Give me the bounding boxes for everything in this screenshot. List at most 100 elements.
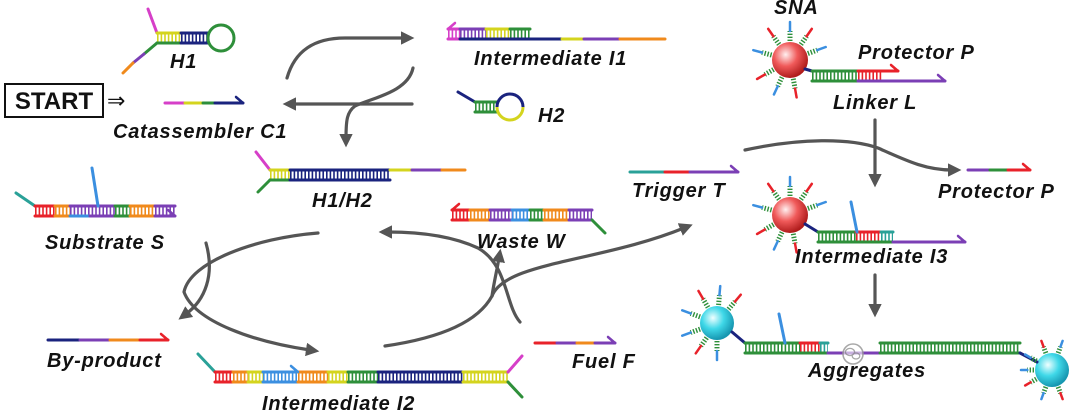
surface-strand-duplex [790,78,798,89]
surface-strand-tail [772,85,779,96]
fuel-f-strand [533,335,617,345]
label-linker-l: Linker L [833,92,917,114]
arrow-h1-h2-to-intermediate-i2 [182,231,320,357]
surface-strand-tail [793,242,798,254]
strand-segment [730,330,747,345]
sna-particle [772,42,808,78]
surface-strand-duplex [1055,345,1063,354]
intermediate-i3-complex [752,175,967,254]
strand-segment [256,178,272,194]
arrow-to-h1-h2 [339,66,415,148]
surface-strand-duplex [798,189,809,201]
hairpin-loop [495,106,525,122]
strand-end-hook [234,95,245,105]
strand-segment [506,354,524,374]
surface-strand-tail [680,331,692,337]
strand-segment [590,218,607,235]
surface-strand-duplex [763,222,775,232]
surface-strand-tail [1040,339,1045,349]
surface-strand-tail [1059,391,1064,401]
surface-strand-tail [752,203,764,209]
surface-strand-duplex [698,336,709,348]
strand-end-hook [289,364,300,374]
surface-strand-tail [1023,381,1032,387]
surface-strand-tail [680,309,692,315]
trigger-t-strand [628,164,740,174]
strand-end-hook [729,164,740,174]
label-catassembler-c1: Catassembler C1 [113,121,287,143]
start-arrow-icon: ⇒ [107,89,125,114]
aggregates-complex [680,284,1069,401]
label-by-product: By-product [47,350,162,372]
strand-segment [131,52,146,65]
surface-strand-tail [816,45,827,52]
surface-strand-duplex [689,311,701,320]
strand-segment [146,7,159,35]
arrow-to-trigger-t [490,223,693,298]
hairpin-loop [495,92,525,108]
surface-strand-duplex [771,189,782,201]
surface-strand-tail [752,48,764,54]
surface-strand-tail [766,27,775,38]
watermark-icon [842,343,864,365]
surface-strand-duplex [1029,376,1038,385]
intermediate-i1-duplex [446,21,667,41]
surface-strand-tail [1023,353,1032,359]
strand-end-hook [450,202,461,212]
start-marker: START ⇒ [4,83,125,118]
sna-linker-complex [752,20,947,99]
label-intermediate-i1: Intermediate I1 [474,48,627,70]
surface-strand-duplex [689,326,701,335]
surface-strand-tail [772,240,779,251]
hairpin-h2 [456,90,525,122]
surface-strand-tail [718,284,722,297]
label-substrate-s: Substrate S [45,232,165,254]
hairpin-h1 [121,7,236,75]
strand-end-hook [446,21,457,31]
label-intermediate-i2: Intermediate I2 [262,393,415,413]
surface-strand-duplex [806,202,819,211]
intermediate-i2-complex [196,352,524,399]
surface-strand-duplex [798,34,809,46]
catassembler-c1-strand [163,95,245,105]
strand-end-hook [166,208,177,218]
h1-h2-duplex [254,150,467,194]
strand-segment [849,200,859,234]
surface-strand-duplex [763,67,775,77]
strand-segment [803,222,820,234]
surface-strand-tail [1040,391,1045,401]
surface-strand-duplex [716,294,722,306]
strand-segment [196,352,217,374]
surface-strand-tail [816,200,827,207]
aggregate-particle [1035,353,1069,387]
label-h1: H1 [170,51,197,73]
watermark-icon-bubble [851,352,861,360]
surface-strand-duplex [1029,355,1038,364]
label-h1-h2: H1/H2 [312,190,373,212]
strand-segment [142,41,159,56]
surface-strand-tail [755,73,767,81]
start-box [4,83,104,118]
surface-strand-duplex [775,231,785,243]
label-h2: H2 [538,105,565,127]
labels: SNA H1 Intermediate I1 Protector P Catas… [45,0,1054,413]
label-protector-p-top: Protector P [858,42,975,64]
surface-strand-duplex [700,297,711,309]
arrow-fuel-back-to-h1-h2 [378,225,522,324]
surface-strand-tail [766,182,775,193]
arrow-h1-to-intermediate-i1 [285,31,415,80]
strand-segment [777,312,787,345]
waste-w-duplex [450,202,607,235]
surface-strand-duplex [790,233,798,244]
aggregate-particle [700,306,734,340]
strand-end-hook [889,63,900,73]
protector-p-strand [966,162,1032,172]
label-intermediate-i3: Intermediate I3 [795,246,948,268]
strand-segment [14,191,37,208]
by-product-strand [46,332,170,342]
surface-strand-tail [1059,339,1064,349]
surface-strand-duplex [761,205,773,213]
strand-end-hook [159,332,170,342]
reaction-arrows [178,31,962,357]
